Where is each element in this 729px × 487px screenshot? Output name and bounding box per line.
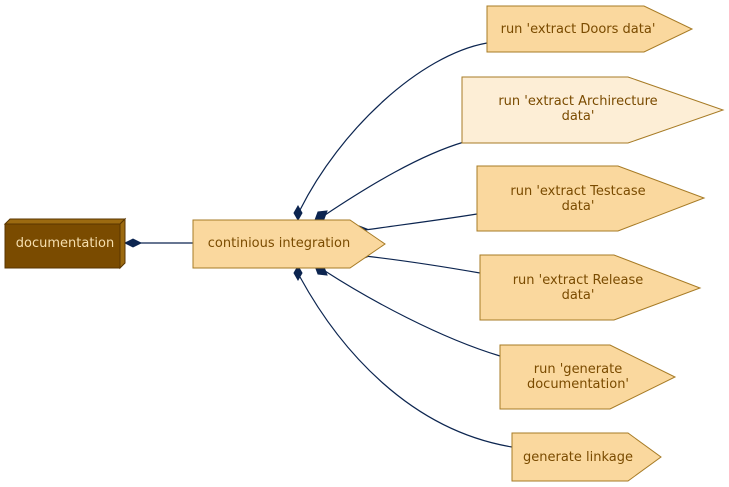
- hub-node-shape: [192, 219, 386, 269]
- task-node-5[interactable]: run 'generate documentation': [499, 344, 677, 410]
- task-node-2-label-line-2: data': [562, 109, 595, 124]
- root-node-label: documentation: [16, 236, 114, 251]
- task-node-2-label-line-1: run 'extract Archirecture: [498, 94, 657, 109]
- task-node-4[interactable]: run 'extract Release data': [479, 254, 702, 321]
- root-node[interactable]: documentation: [3, 217, 127, 270]
- hub-node[interactable]: continious integration: [192, 219, 386, 269]
- task-node-1[interactable]: run 'extract Doors data': [486, 5, 694, 53]
- edge-hub-task-1: [299, 42, 488, 211]
- edge-hub-task-3: [364, 213, 478, 231]
- task-node-2[interactable]: run 'extract Archirecture data': [461, 76, 725, 144]
- task-node-6-label: generate linkage: [523, 450, 633, 465]
- edge-hub-task-6: [299, 276, 513, 448]
- task-node-2-shape: [461, 76, 725, 144]
- task-node-3-label-line-1: run 'extract Testcase: [510, 184, 645, 199]
- task-node-1-label: run 'extract Doors data': [501, 22, 656, 37]
- diamond-task-2: [314, 210, 328, 221]
- task-node-3-shape: [476, 165, 706, 232]
- diamond-task-6: [293, 264, 303, 282]
- edge-hub-task-4: [364, 255, 481, 274]
- task-node-3-label-line-2: data': [562, 199, 595, 214]
- diamond-root: [123, 238, 143, 248]
- edge-hub-task-2: [324, 141, 465, 216]
- diamond-task-1: [293, 204, 303, 222]
- task-node-4-label-line-1: run 'extract Release: [513, 273, 644, 288]
- task-node-6-shape: [511, 432, 662, 482]
- task-node-5-shape: [499, 344, 677, 410]
- task-node-6[interactable]: generate linkage: [511, 432, 662, 482]
- root-node-top: [3, 218, 127, 225]
- task-node-3[interactable]: run 'extract Testcase data': [476, 165, 706, 232]
- task-node-4-label-line-2: data': [562, 288, 595, 303]
- task-node-5-label-line-1: run 'generate: [534, 362, 622, 377]
- edges: [140, 42, 513, 448]
- task-node-1-shape: [486, 5, 694, 53]
- task-node-4-shape: [479, 254, 702, 321]
- task-node-5-label-line-2: documentation': [527, 377, 629, 392]
- edge-hub-task-5: [324, 270, 501, 357]
- hub-node-label: continious integration: [208, 236, 350, 251]
- root-node-face: [4, 223, 121, 269]
- root-node-side: [119, 217, 126, 270]
